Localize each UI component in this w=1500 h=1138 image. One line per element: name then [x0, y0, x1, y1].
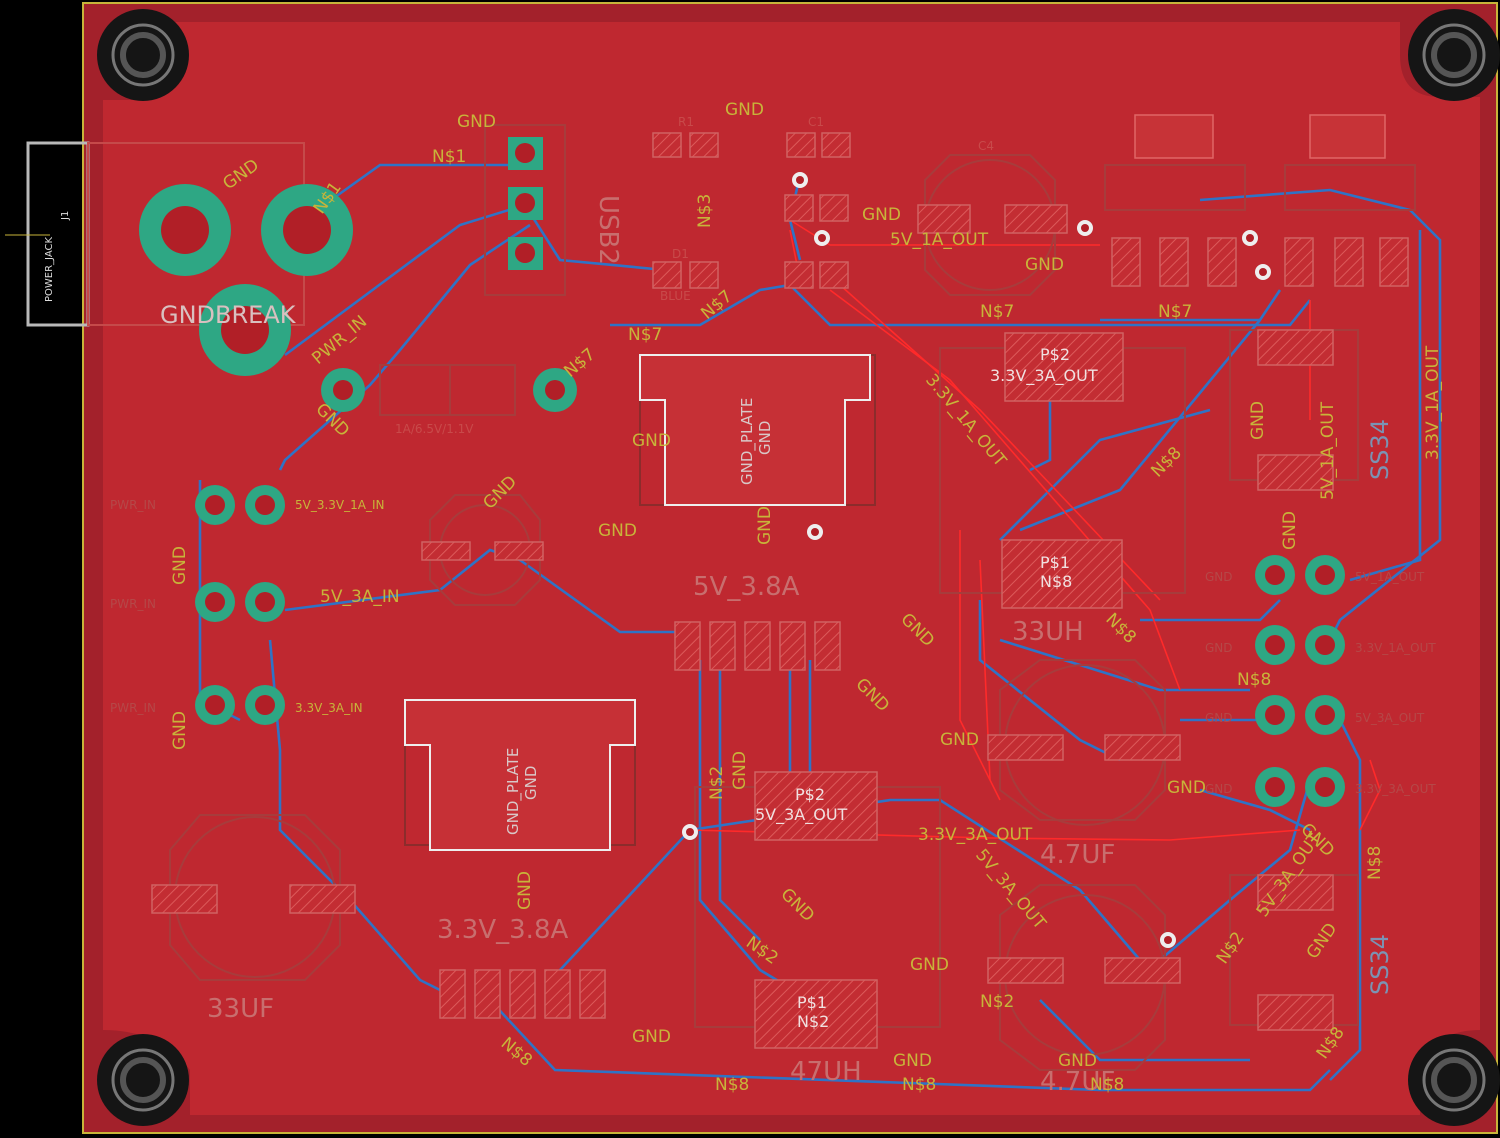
gnd-plate-bottom-label: GND_PLATE: [504, 748, 523, 835]
silkscreen-label: N$8: [1365, 846, 1385, 880]
silkscreen-label: GND: [1025, 255, 1064, 275]
cap-47uf-bottom-label: 4.7UF: [1040, 1067, 1115, 1097]
gnd-plate-top-label: GND_PLATE: [738, 398, 757, 485]
silkscreen-label: 5V_3.3V_1A_IN: [295, 498, 385, 512]
silkscreen-label: N$8: [902, 1075, 936, 1095]
bottom-layer-traces: [198, 163, 1442, 1092]
silkscreen-label: SS34: [1366, 934, 1394, 995]
silkscreen-label: N$7: [980, 302, 1014, 322]
silkscreen-label: BLUE: [660, 289, 691, 303]
silkscreen-label: N$8: [1090, 1075, 1124, 1095]
silkscreen-label: GND: [632, 431, 671, 451]
mount-hole-top-right: [1408, 9, 1500, 101]
silkscreen-label: GND: [598, 521, 637, 541]
connector-labels: PWR_IN 5V_3.3V_1A_IN PWR_IN PWR_IN 3.3V_…: [110, 498, 1436, 796]
p1-n8-label: P$1: [1040, 553, 1070, 572]
silkscreen-label: N$8: [715, 1075, 749, 1095]
silkscreen-label: GND: [862, 205, 901, 225]
silkscreen-label: N$2: [707, 766, 727, 800]
silkscreen-label: GND: [1167, 778, 1206, 798]
silkscreen-label: N$7: [628, 325, 662, 345]
gnd-plate-top-sub: GND: [756, 421, 774, 455]
vias: [682, 172, 1271, 948]
usb-header-label: USB2: [593, 195, 623, 265]
silkscreen-label: C1: [808, 115, 824, 129]
p2-5v-net: 5V_3A_OUT: [755, 805, 848, 825]
silkscreen-label: GND: [910, 955, 949, 975]
silkscreen-label: N$2: [980, 992, 1014, 1012]
silkscreen-label: 3.3V_3A_IN: [295, 701, 363, 715]
silkscreen-label: 5V_3A_OUT: [1355, 711, 1425, 725]
silkscreen-label: GND: [1248, 401, 1268, 440]
silkscreen-label: GND: [515, 871, 535, 910]
silkscreen-label: GND: [1280, 511, 1300, 550]
silkscreen-label: N$3: [695, 194, 715, 228]
ind-47uh-label: 47UH: [790, 1057, 862, 1087]
silkscreen-label: GND: [1058, 1051, 1097, 1071]
silkscreen-label: GND: [1205, 641, 1233, 655]
gnd-plate-bottom-sub: GND: [522, 766, 540, 800]
silkscreen-label: R1: [678, 115, 694, 129]
silkscreen-label: 5V_3A_IN: [320, 587, 400, 607]
silkscreen-label: GND: [632, 1027, 671, 1047]
p1-n2-label: P$1: [797, 993, 827, 1012]
silkscreen-label: 1A/6.5V/1.1V: [395, 422, 474, 436]
mount-hole-bottom-right: [1408, 1034, 1500, 1126]
reg-33v-label: 3.3V_3.8A: [437, 915, 568, 945]
silkscreen-label: 5V_1A_OUT: [890, 230, 989, 250]
silkscreen-label: GND: [1205, 570, 1233, 584]
silkscreen-label: SS34: [1366, 419, 1394, 480]
p1-n2-net: N$2: [797, 1012, 829, 1031]
p1-n8-net: N$8: [1040, 572, 1072, 591]
silkscreen-label: GND: [725, 100, 764, 120]
power-jack-name: POWER_JACK: [44, 237, 55, 302]
silkscreen-label: 3.3V_3A_OUT: [918, 825, 1033, 845]
silkscreen-label: GND: [1205, 711, 1233, 725]
silkscreen-label: GND: [457, 112, 496, 132]
silkscreen-label: N$8: [1237, 670, 1271, 690]
p2-33v-label: P$2: [1040, 345, 1070, 364]
silkscreen-label: 3.3V_1A_OUT: [1423, 345, 1443, 460]
smd-pads[interactable]: [151, 114, 1409, 1049]
silkscreen-label: 5V_1A_OUT: [1318, 401, 1338, 500]
silkscreen-label: C4: [978, 139, 994, 153]
gnd-plate-bottom[interactable]: GND_PLATE GND: [404, 699, 636, 851]
silkscreen-label: GND: [1205, 782, 1233, 796]
mount-hole-top-left: [97, 9, 189, 101]
silkscreen-label: N$1: [432, 147, 466, 167]
silkscreen-label: GND: [940, 730, 979, 750]
cap-33uf-label: 33UF: [207, 994, 274, 1024]
ind-33uh-label: 33UH: [1012, 617, 1084, 647]
silkscreen-label: N$7: [1158, 302, 1192, 322]
silkscreen-label: D1: [672, 247, 689, 261]
power-jack-ref: J1: [60, 211, 71, 221]
silkscreen-label: 5V_1A_OUT: [1355, 570, 1425, 584]
silkscreen-label: GND: [893, 1051, 932, 1071]
p2-33v-net: 3.3V_3A_OUT: [990, 366, 1098, 386]
silkscreen-label: PWR_IN: [110, 498, 156, 512]
silkscreen-label: PWR_IN: [110, 701, 156, 715]
silkscreen-label: GND: [170, 711, 190, 750]
gnd-break-label: GNDBREAK: [160, 301, 297, 329]
p2-5v-label: P$2: [795, 785, 825, 804]
silkscreen-label: GND: [730, 751, 750, 790]
cap-47uf-mid-label: 4.7UF: [1040, 840, 1115, 870]
gnd-plate-top[interactable]: GND_PLATE GND: [639, 354, 871, 506]
silkscreen-label: GND: [170, 546, 190, 585]
mount-hole-bottom-left: [97, 1034, 189, 1126]
silkscreen-label: 3.3V_3A_OUT: [1355, 782, 1436, 796]
silkscreen-label: GND: [755, 506, 775, 545]
silkscreen-label: PWR_IN: [110, 597, 156, 611]
reg-5v-label: 5V_3.8A: [693, 572, 800, 602]
silkscreen-label: 3.3V_1A_OUT: [1355, 641, 1436, 655]
thru-hole-pads[interactable]: [139, 137, 1345, 807]
